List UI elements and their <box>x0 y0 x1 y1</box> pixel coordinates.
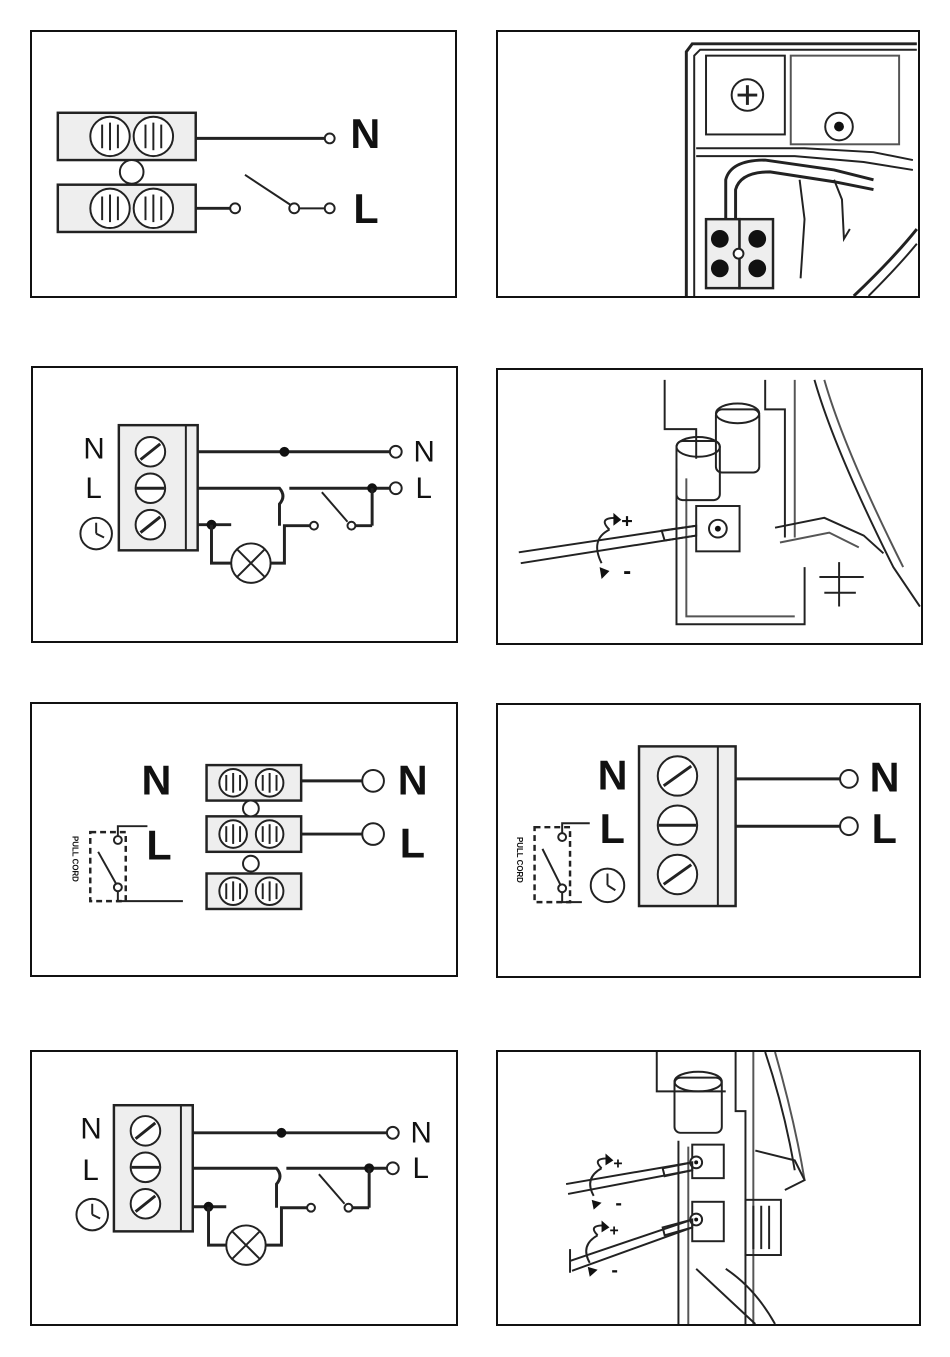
terminal-screw-icon <box>658 756 697 795</box>
neutral-label: N <box>598 753 628 799</box>
live-label: L <box>353 186 378 232</box>
terminal-screw-icon <box>136 473 166 503</box>
live-label-right: L <box>413 1152 429 1185</box>
switch-icon <box>542 833 566 892</box>
terminal-screw-icon <box>90 117 129 156</box>
live-label: L <box>85 472 101 505</box>
live-label-right: L <box>400 821 425 867</box>
live-label: L <box>600 806 625 852</box>
terminal-screw-icon <box>136 437 166 467</box>
neutral-label-right: N <box>870 755 900 801</box>
rotate-arrow-icon <box>597 513 621 579</box>
neutral-label: N <box>80 1113 101 1146</box>
terminal-screw-icon <box>136 510 166 540</box>
panel-wiring-lamp-switch-2: N L N L <box>30 1050 458 1326</box>
terminal-screw-icon <box>219 820 247 848</box>
lamp-icon <box>231 543 270 582</box>
panel-pull-cord-screw-block: N L N L PULL CORD <box>496 703 921 978</box>
illustration-dual-screwdriver-adjustment: + - + - <box>498 1052 919 1324</box>
clock-icon <box>591 869 625 903</box>
panel-wiring-lamp-switch: N L N L <box>31 366 458 643</box>
neutral-label: N <box>142 758 172 804</box>
screwdriver-icon <box>566 1162 692 1194</box>
illustration-screwdriver-adjustment: + - <box>498 370 921 643</box>
live-terminal-point <box>230 203 240 213</box>
live-label-right: L <box>415 472 431 505</box>
terminal-screw-icon <box>131 1153 161 1183</box>
terminal-screw-icon <box>219 769 247 797</box>
diagram-wiring-lamp-switch: N L N L <box>33 368 456 641</box>
terminal-screw-icon <box>658 806 697 845</box>
panel-unit-interior <box>496 30 920 298</box>
panel-pull-cord-terminal-block: N L N L PULL CORD <box>30 702 458 977</box>
terminal-block-right <box>740 219 773 288</box>
lamp-icon <box>226 1225 265 1264</box>
terminal-screw-icon <box>131 1189 161 1219</box>
live-wire <box>193 1168 280 1207</box>
illustration-unit-interior <box>498 32 918 296</box>
terminal-screw-icon <box>219 877 247 905</box>
screwdriver-icon <box>570 1220 692 1273</box>
terminal-screw-icon <box>134 189 173 228</box>
minus-label-2: - <box>611 1260 618 1282</box>
switch-icon <box>98 836 122 891</box>
pull-cord-label: PULL CORD <box>71 836 80 882</box>
diagram-pull-cord-screw-block: N L N L PULL CORD <box>498 705 919 976</box>
terminal-screw-icon <box>256 769 284 797</box>
switch-icon <box>319 1168 369 1211</box>
neutral-label-right: N <box>411 1117 432 1150</box>
minus-label: - <box>623 559 631 585</box>
live-label-right: L <box>872 806 897 852</box>
cross-screw-icon <box>732 79 764 111</box>
diagram-pull-cord-terminal-block: N L N L PULL CORD <box>32 704 456 975</box>
neutral-label-right: N <box>398 758 428 804</box>
live-label: L <box>82 1154 98 1187</box>
neutral-label-right: N <box>414 436 435 469</box>
plus-label: + <box>613 1155 622 1172</box>
pull-cord-label: PULL CORD <box>515 837 524 883</box>
neutral-label: N <box>83 433 104 466</box>
live-label: L <box>146 823 171 869</box>
terminal-screw-icon <box>134 117 173 156</box>
neutral-terminal-point <box>325 133 335 143</box>
neutral-label: N <box>350 111 380 157</box>
rotate-arrow-icon <box>590 1154 613 1210</box>
plus-label-2: + <box>609 1222 618 1239</box>
panel-screwdriver-adjustment: + - <box>496 368 923 645</box>
clock-icon <box>76 1199 108 1231</box>
panel-terminal-block-basic: N L <box>30 30 457 298</box>
clock-icon <box>80 518 112 550</box>
live-terminal-point-2 <box>325 203 335 213</box>
terminal-screw-icon <box>256 820 284 848</box>
terminal-mount-hole <box>120 160 144 184</box>
diagram-wiring-lamp-switch-2: N L N L <box>32 1052 456 1324</box>
terminal-screw-icon <box>90 189 129 228</box>
minus-label: - <box>615 1193 622 1215</box>
panel-dual-screwdriver-adjustment: + - + - <box>496 1050 921 1326</box>
switch-icon <box>322 488 372 529</box>
diagram-terminal-block-basic: N L <box>32 32 455 296</box>
terminal-screw-icon <box>658 855 697 894</box>
terminal-screw-icon <box>256 877 284 905</box>
plus-label: + <box>621 511 633 533</box>
terminal-screw-icon <box>131 1116 161 1146</box>
switch-icon <box>245 175 325 213</box>
